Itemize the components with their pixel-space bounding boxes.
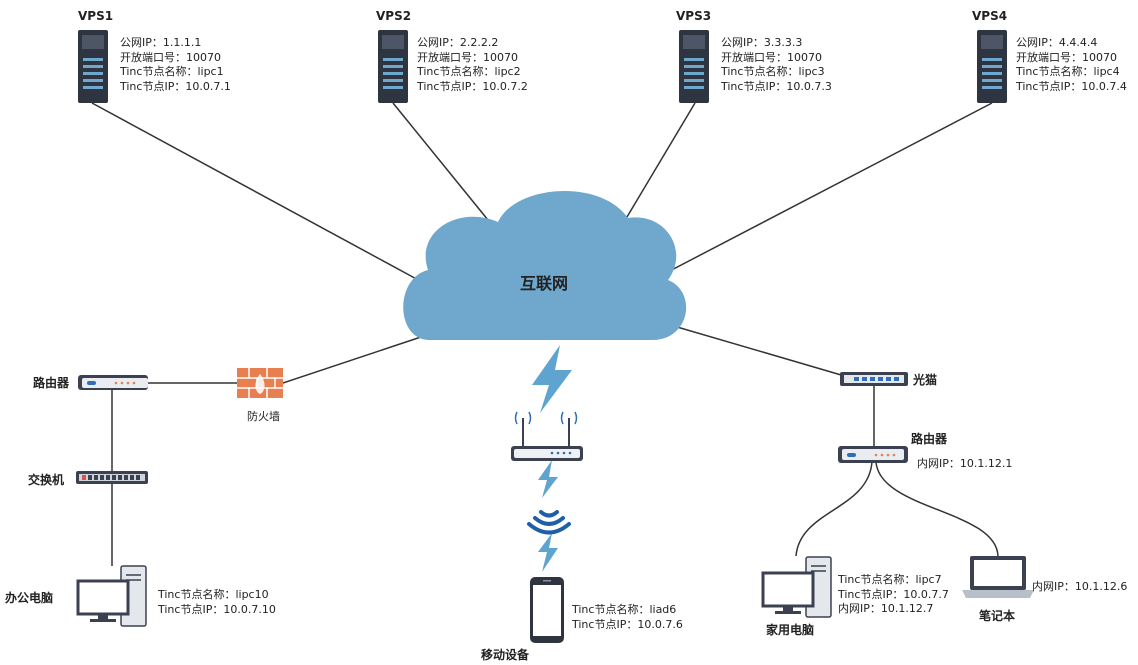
smartphone-icon [530, 577, 564, 643]
firewall-icon [237, 368, 283, 398]
wifi-router-icon [511, 411, 583, 461]
vps3-node-ip: Tinc节点IP：10.0.7.3 [721, 79, 832, 93]
mobile-node-name: Tinc节点名称：liad6 [572, 603, 677, 616]
vps4-info: 公网IP：4.4.4.4 开放端口号：10070 Tinc节点名称：lipc4 … [1016, 36, 1127, 94]
link-cloud-firewall [282, 332, 434, 384]
switch-label: 交换机 [28, 473, 65, 487]
laptop-icon [962, 556, 1034, 598]
server-icon-vps2 [378, 30, 408, 103]
home-router-label: 路由器 [911, 432, 948, 446]
office-pc-node-ip: Tinc节点IP：10.0.7.10 [158, 602, 276, 616]
internet-cloud [403, 190, 687, 341]
office-pc-info: Tinc节点名称：lipc10 Tinc节点IP：10.0.7.10 [158, 588, 276, 617]
vps1-node-name: Tinc节点名称：lipc1 [120, 65, 224, 78]
server-icon-vps1 [78, 30, 108, 103]
modem-label: 光猫 [913, 373, 938, 387]
modem-icon [840, 372, 908, 386]
home-pc-info: Tinc节点名称：lipc7 Tinc节点IP：10.0.7.7 内网IP：10… [838, 573, 949, 617]
internet-label: 互联网 [520, 274, 569, 293]
vps3-port: 开放端口号：10070 [721, 50, 822, 64]
link-vps1-cloud [91, 102, 423, 283]
vps2-public-ip: 公网IP：2.2.2.2 [417, 36, 499, 49]
office-router-label: 路由器 [33, 376, 70, 390]
office-pc-node-name: Tinc节点名称：lipc10 [158, 588, 269, 601]
vps1-node-ip: Tinc节点IP：10.0.7.1 [120, 79, 231, 93]
vps3-public-ip: 公网IP：3.3.3.3 [721, 36, 803, 49]
home-pc-label: 家用电脑 [766, 623, 815, 637]
vps4-title: VPS4 [972, 9, 1008, 23]
link-vps2-cloud [392, 102, 489, 221]
laptop-ip: 内网IP：10.1.12.6 [1032, 580, 1128, 593]
vps4-node-ip: Tinc节点IP：10.0.7.4 [1016, 79, 1127, 93]
home-pc-node-ip: Tinc节点IP：10.0.7.7 [838, 587, 949, 601]
server-icon-vps3 [679, 30, 709, 103]
vps3-info: 公网IP：3.3.3.3 开放端口号：10070 Tinc节点名称：lipc3 … [721, 36, 832, 94]
vps3-node-name: Tinc节点名称：lipc3 [721, 65, 825, 78]
vps1-public-ip: 公网IP：1.1.1.1 [120, 36, 202, 49]
vps1-port: 开放端口号：10070 [120, 50, 221, 64]
vps4-node-name: Tinc节点名称：lipc4 [1016, 65, 1120, 78]
desktop-pc-icon-home [761, 556, 832, 618]
lightning-bolt-icon-top [532, 345, 572, 413]
lightning-bolt-icon-bottom [538, 533, 558, 572]
home-pc-node-name: Tinc节点名称：lipc7 [838, 573, 942, 586]
vps2-info: 公网IP：2.2.2.2 开放端口号：10070 Tinc节点名称：lipc2 … [417, 36, 528, 94]
vps2-node-ip: Tinc节点IP：10.0.7.2 [417, 79, 528, 93]
mobile-info: Tinc节点名称：liad6 Tinc节点IP：10.0.7.6 [572, 603, 683, 632]
office-pc-label: 办公电脑 [5, 591, 54, 605]
vps1-title: VPS1 [78, 9, 114, 23]
laptop-label: 笔记本 [979, 609, 1016, 623]
mobile-node-ip: Tinc节点IP：10.0.7.6 [572, 617, 683, 631]
vps4-port: 开放端口号：10070 [1016, 50, 1117, 64]
vps2-node-name: Tinc节点名称：lipc2 [417, 65, 521, 78]
connection-lines [91, 102, 999, 566]
home-pc-lan-ip: 内网IP：10.1.12.7 [838, 602, 934, 615]
wifi-signal-icon [527, 510, 571, 535]
link-vps3-cloud [623, 102, 696, 223]
desktop-pc-icon-office [76, 565, 147, 627]
vps-server-icons [78, 30, 1007, 103]
link-router-laptop [875, 461, 999, 557]
home-router-ip: 内网IP：10.1.12.1 [917, 457, 1013, 470]
switch-icon [76, 471, 148, 484]
router-icon-home [838, 446, 908, 463]
link-vps4-cloud [661, 102, 993, 276]
vps3-title: VPS3 [676, 9, 712, 23]
lightning-bolt-icon-mid [538, 460, 558, 498]
vps1-info: 公网IP：1.1.1.1 开放端口号：10070 Tinc节点名称：lipc1 … [120, 36, 231, 94]
vps2-title: VPS2 [376, 9, 412, 23]
vps4-public-ip: 公网IP：4.4.4.4 [1016, 36, 1098, 49]
mobile-label: 移动设备 [481, 648, 530, 662]
router-icon-office [78, 375, 148, 390]
firewall-label: 防火墙 [247, 410, 280, 423]
server-icon-vps4 [977, 30, 1007, 103]
vps2-port: 开放端口号：10070 [417, 50, 518, 64]
link-router-homepc [795, 461, 873, 557]
link-cloud-modem [659, 321, 849, 378]
